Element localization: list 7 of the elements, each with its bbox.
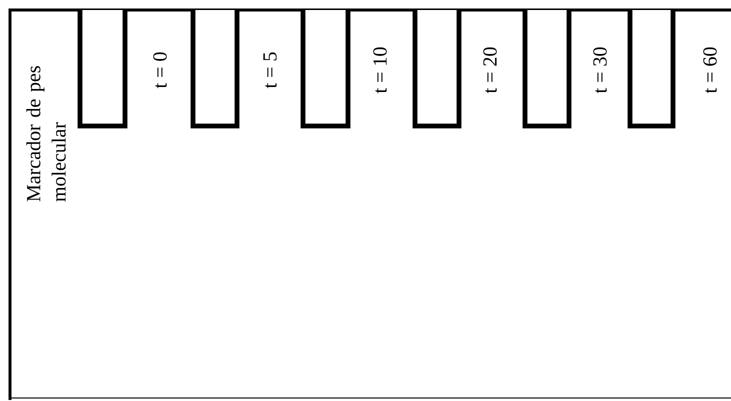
lane-label: t = 60 bbox=[703, 47, 717, 94]
lane-label: t = 5 bbox=[263, 52, 277, 88]
lane-label: t = 10 bbox=[373, 47, 387, 94]
lane-label: Marcador de pes molecular bbox=[26, 66, 66, 202]
lane-label: t = 0 bbox=[153, 52, 167, 88]
lane-label: t = 20 bbox=[483, 47, 497, 94]
lane-label: t = 30 bbox=[593, 47, 607, 94]
